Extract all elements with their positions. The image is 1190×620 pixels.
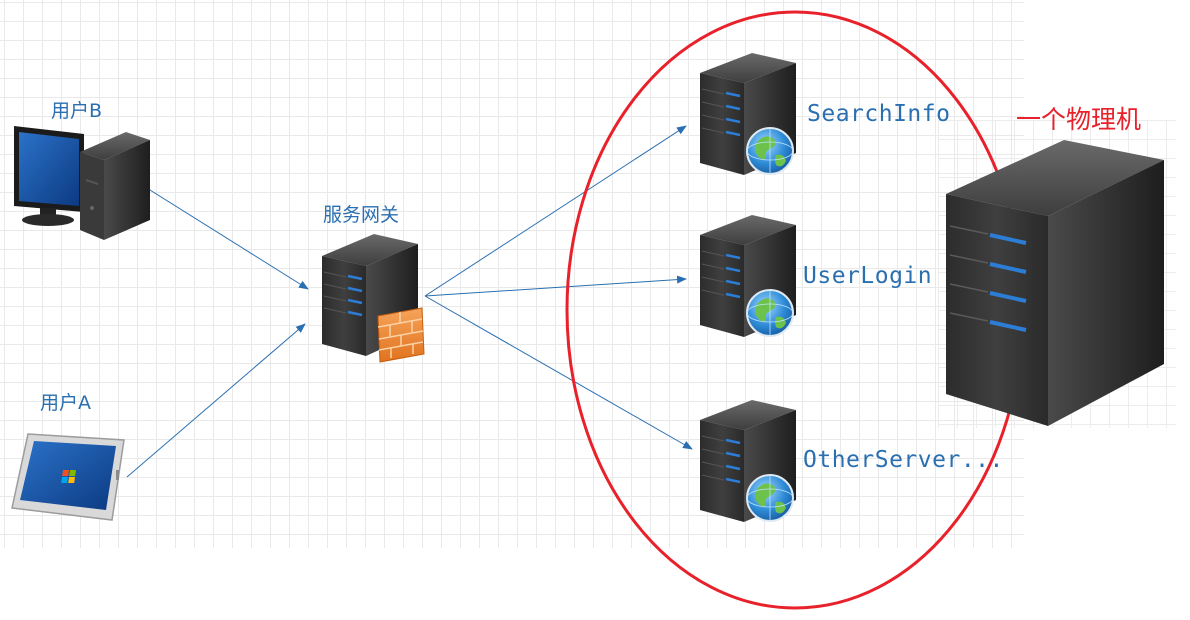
web-server-icon-userlogin <box>700 215 796 337</box>
service-otherserver-label: OtherServer... <box>803 447 1004 473</box>
web-server-icon-otherserver <box>700 400 796 522</box>
arrow-gateway-to-searchinfo <box>424 125 687 297</box>
arrow-gateway-to-otherserver <box>424 295 693 450</box>
firewall-brick-icon <box>377 307 425 363</box>
gateway-label: 服务网关 <box>323 204 400 226</box>
globe-icon <box>746 289 794 337</box>
tablet-icon <box>11 433 125 521</box>
web-server-icon-searchinfo <box>700 53 796 175</box>
arrow-userA-to-gateway <box>126 323 306 478</box>
physical-machine-label: 一个物理机 <box>1016 105 1142 134</box>
service-userlogin-label: UserLogin <box>803 263 933 289</box>
user-a-label: 用户A <box>40 392 91 414</box>
grid-background <box>0 0 1024 548</box>
firewall-server-icon <box>322 234 425 363</box>
arrow-userB-to-gateway <box>133 179 309 290</box>
globe-icon <box>746 474 794 522</box>
service-searchinfo-label: SearchInfo <box>807 101 951 127</box>
arrow-gateway-to-userlogin <box>424 275 687 297</box>
physical-server-icon <box>946 140 1164 426</box>
user-b-label: 用户B <box>51 100 103 122</box>
desktop-computer-icon <box>14 126 150 240</box>
globe-icon <box>746 127 794 175</box>
